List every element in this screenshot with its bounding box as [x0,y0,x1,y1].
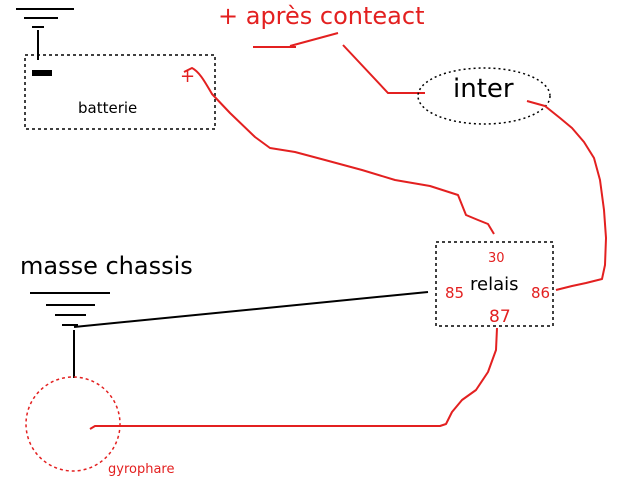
relay-label: relais [470,274,519,295]
wire-relay-87-to-gyrophare [89,327,498,430]
relay-pin-86-label: 86 [531,284,550,302]
apres-contact-label: + après conteact [218,2,425,30]
battery-ground-symbol [16,8,74,60]
inter-switch-outline [417,67,551,125]
relay-box [435,241,554,327]
wire-inter-to-relay-86 [526,100,607,291]
battery-negative-terminal [32,70,52,76]
gyrophare-outline [25,376,121,472]
chassis-ground-symbol [30,292,110,326]
wire-apres-contact-to-inter [342,44,425,94]
gyrophare-label: gyrophare [108,462,174,477]
masse-chassis-label: masse chassis [20,252,193,280]
relay-pin-85-label: 85 [445,284,464,302]
apres-contact-switch [253,32,339,48]
wire-relay-85-to-ground [73,291,429,328]
wire-battery-to-relay-30 [183,67,495,235]
battery-label: batterie [78,99,137,117]
relay-pin-30-label: 30 [488,251,505,266]
relay-pin-87-label: 87 [489,307,511,327]
inter-label: inter [453,74,514,104]
